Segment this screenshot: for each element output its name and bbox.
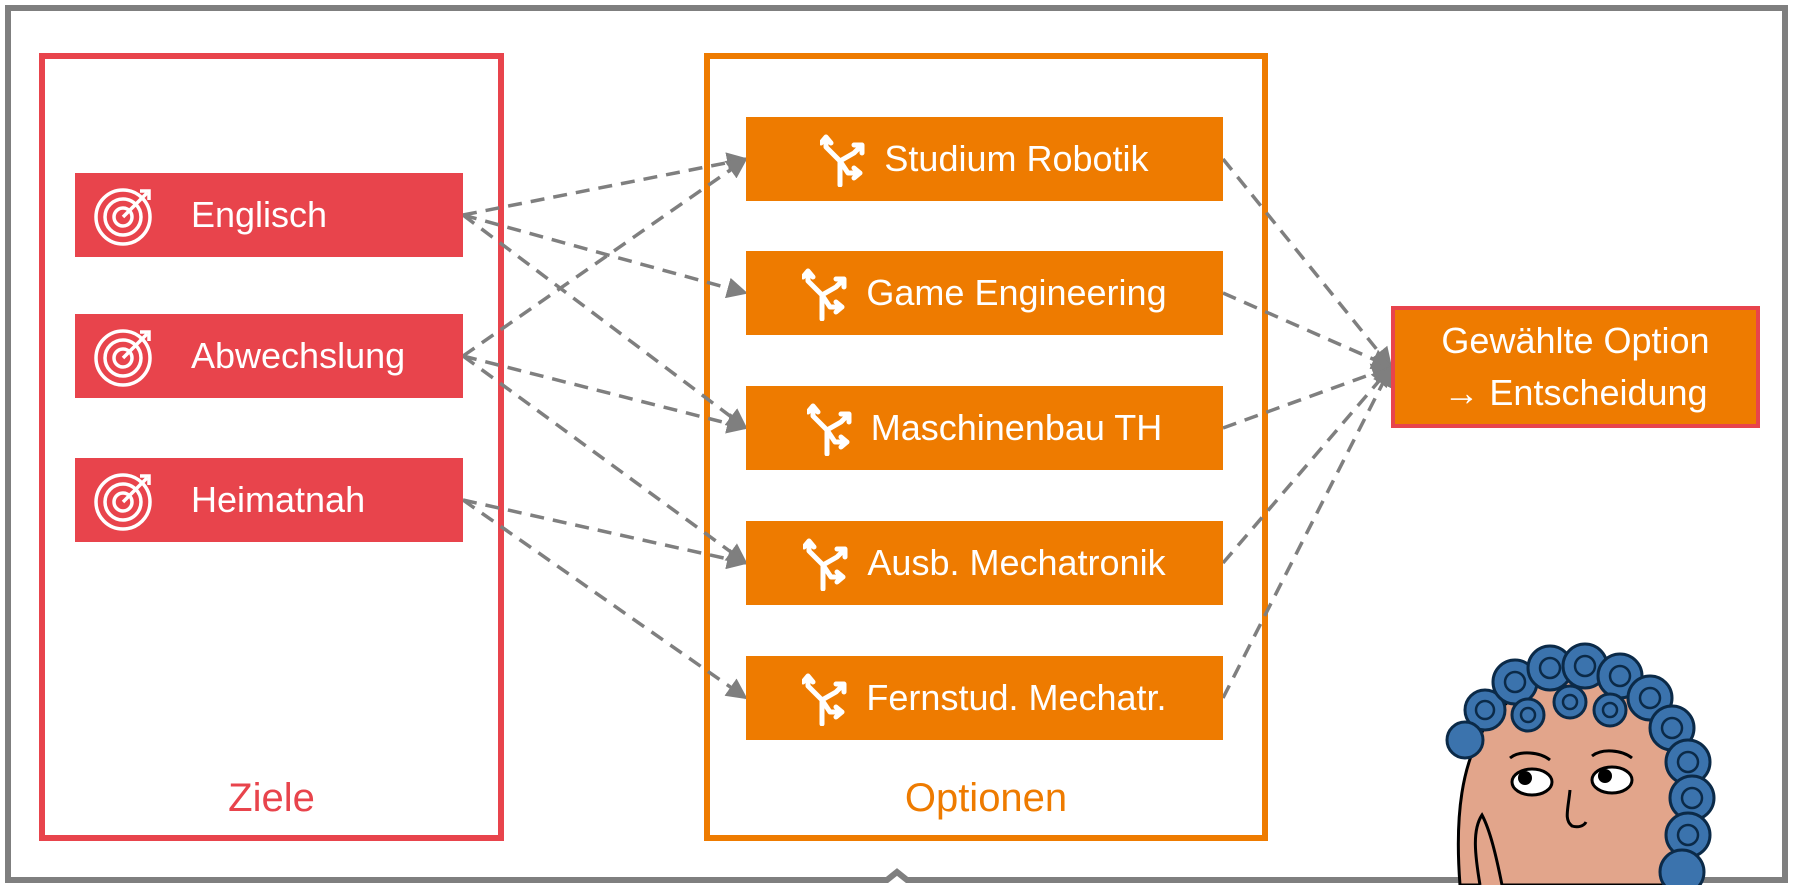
goal-option-arrow <box>462 354 749 434</box>
option-box-maschinenbau-th: Maschinenbau TH <box>746 386 1223 470</box>
decision-line-2: → Entscheidung <box>1443 372 1708 413</box>
target-icon <box>94 329 152 387</box>
option-decision-arrow <box>1221 365 1393 699</box>
option-label: Game Engineering <box>866 272 1167 313</box>
goal-box-abwechslung: Abwechslung <box>75 314 463 398</box>
goals-panel <box>39 53 504 841</box>
goal-option-arrow <box>461 213 748 430</box>
fork-arrows-icon <box>820 134 865 187</box>
fork-arrows-icon <box>802 268 847 321</box>
goal-option-arrow <box>461 354 748 565</box>
goal-option-arrow <box>462 498 749 570</box>
target-icon <box>94 473 152 531</box>
option-label: Fernstud. Mechatr. <box>866 677 1167 718</box>
connection-arrows <box>461 152 1393 700</box>
goal-option-arrow <box>462 157 748 358</box>
option-label: Studium Robotik <box>884 138 1149 179</box>
option-decision-arrow <box>1221 365 1393 565</box>
fork-arrows-icon <box>806 403 852 456</box>
goal-box-englisch: Englisch <box>75 173 463 257</box>
target-icon <box>94 188 152 246</box>
options-panel-title: Optionen <box>904 776 1068 820</box>
fork-arrows-icon <box>803 538 848 591</box>
option-decision-arrow <box>1222 291 1393 369</box>
goal-option-arrow <box>462 213 749 299</box>
option-label: Maschinenbau TH <box>870 407 1163 448</box>
goal-label: Heimatnah <box>191 479 366 520</box>
goal-option-arrow <box>462 152 749 217</box>
decision-box: Gewählte Option → Entscheidung <box>1391 306 1760 428</box>
option-decision-arrow <box>1222 363 1393 430</box>
goal-label: Englisch <box>191 194 328 235</box>
option-box-ausb-mechatronik: Ausb. Mechatronik <box>746 521 1223 605</box>
option-box-studium-robotik: Studium Robotik <box>746 117 1223 201</box>
goal-option-arrow <box>461 498 748 700</box>
decision-line-1: Gewählte Option <box>1441 320 1710 361</box>
option-decision-arrow <box>1221 157 1393 369</box>
option-box-fernstud-mechatr: Fernstud. Mechatr. <box>746 656 1223 740</box>
fork-arrows-icon <box>802 673 847 726</box>
options-panel <box>704 53 1268 841</box>
goals-panel-title: Ziele <box>228 776 315 820</box>
thinking-person-illustration <box>1445 642 1716 885</box>
goal-label: Abwechslung <box>191 335 406 376</box>
option-box-game-engineering: Game Engineering <box>746 251 1223 335</box>
option-label: Ausb. Mechatronik <box>867 542 1166 583</box>
goal-box-heimatnah: Heimatnah <box>75 458 463 542</box>
